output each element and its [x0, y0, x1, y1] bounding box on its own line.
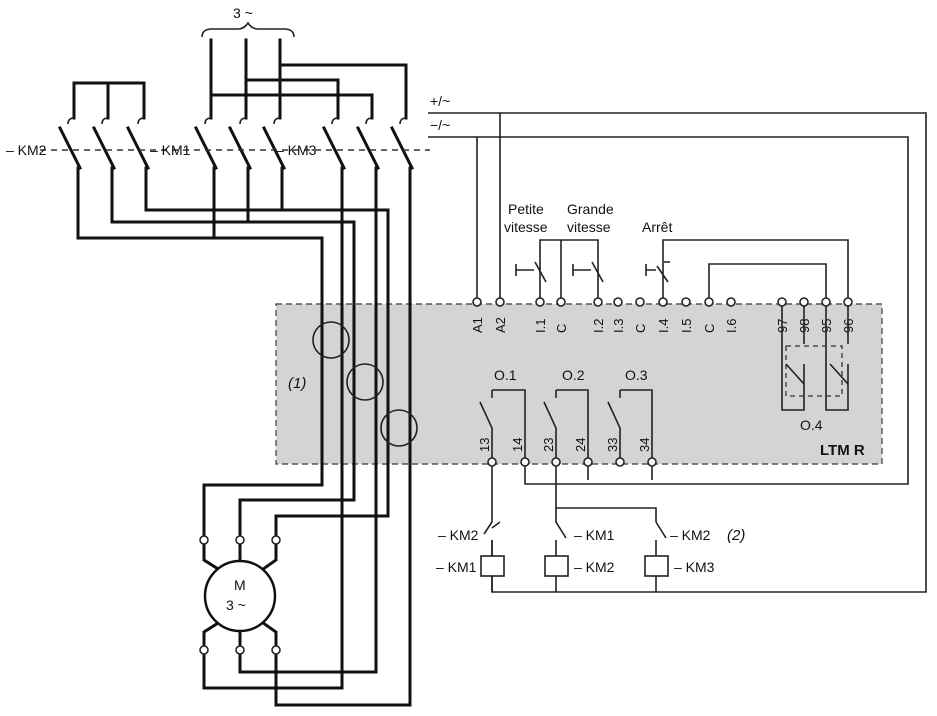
contact-km2-label: – KM2: [438, 527, 479, 543]
svg-text:23: 23: [541, 438, 556, 452]
grande-label-1: Grande: [567, 201, 614, 217]
contact-km2b-label: – KM2: [670, 527, 711, 543]
power-wiring: [76, 166, 412, 707]
svg-text:33: 33: [605, 438, 620, 452]
coil-km3-label: – KM3: [674, 559, 715, 575]
note-1: (1): [288, 375, 306, 392]
km1-label: – KM1: [150, 142, 191, 158]
o2-label: O.2: [562, 367, 585, 383]
svg-text:C: C: [633, 324, 648, 333]
svg-text:24: 24: [573, 438, 588, 452]
svg-text:I.4: I.4: [656, 319, 671, 333]
svg-text:A1: A1: [470, 317, 485, 333]
coil-km2-label: – KM2: [574, 559, 615, 575]
svg-text:34: 34: [637, 438, 652, 452]
km3-label: – KM3: [276, 142, 317, 158]
output-relays: [479, 389, 653, 462]
input-buttons: [515, 239, 849, 302]
o3-label: O.3: [625, 367, 648, 383]
supply-lines: [72, 38, 408, 120]
device-label: LTM R: [820, 442, 865, 459]
plus-supply-label: +/~: [430, 93, 450, 109]
bottom-terminal-labels: 13 14 23 24 33 34: [477, 438, 652, 452]
svg-text:13: 13: [477, 438, 492, 452]
svg-text:I.5: I.5: [679, 319, 694, 333]
motor: [199, 535, 281, 655]
three-phase-label: 3 ~: [233, 5, 253, 21]
motor-letter: M: [234, 577, 246, 593]
coil-circuit: [480, 466, 669, 592]
svg-text:I.6: I.6: [724, 319, 739, 333]
o1-label: O.1: [494, 367, 517, 383]
svg-text:14: 14: [510, 438, 525, 452]
current-transformers: [312, 321, 418, 447]
svg-text:C: C: [702, 324, 717, 333]
supply-brace: [201, 21, 295, 38]
grande-label-2: vitesse: [567, 219, 611, 235]
o4-label: O.4: [800, 417, 823, 433]
km2-label: – KM2: [6, 142, 47, 158]
note-2: (2): [727, 527, 745, 544]
coil-km1-label: – KM1: [436, 559, 477, 575]
svg-text:I.2: I.2: [591, 319, 606, 333]
main-contact-tops: [67, 117, 407, 125]
svg-text:I.1: I.1: [533, 319, 548, 333]
svg-text:C: C: [554, 324, 569, 333]
svg-text:I.3: I.3: [611, 319, 626, 333]
contact-km1-label: – KM1: [574, 527, 615, 543]
arret-label: Arrêt: [642, 219, 672, 235]
petite-label-1: Petite: [508, 201, 544, 217]
o4-relay: [781, 306, 849, 411]
petite-label-2: vitesse: [504, 219, 548, 235]
minus-supply-label: −/~: [430, 117, 450, 133]
svg-text:A2: A2: [493, 317, 508, 333]
main-contact-blades: [57, 125, 415, 171]
motor-phase: 3 ~: [226, 597, 246, 613]
